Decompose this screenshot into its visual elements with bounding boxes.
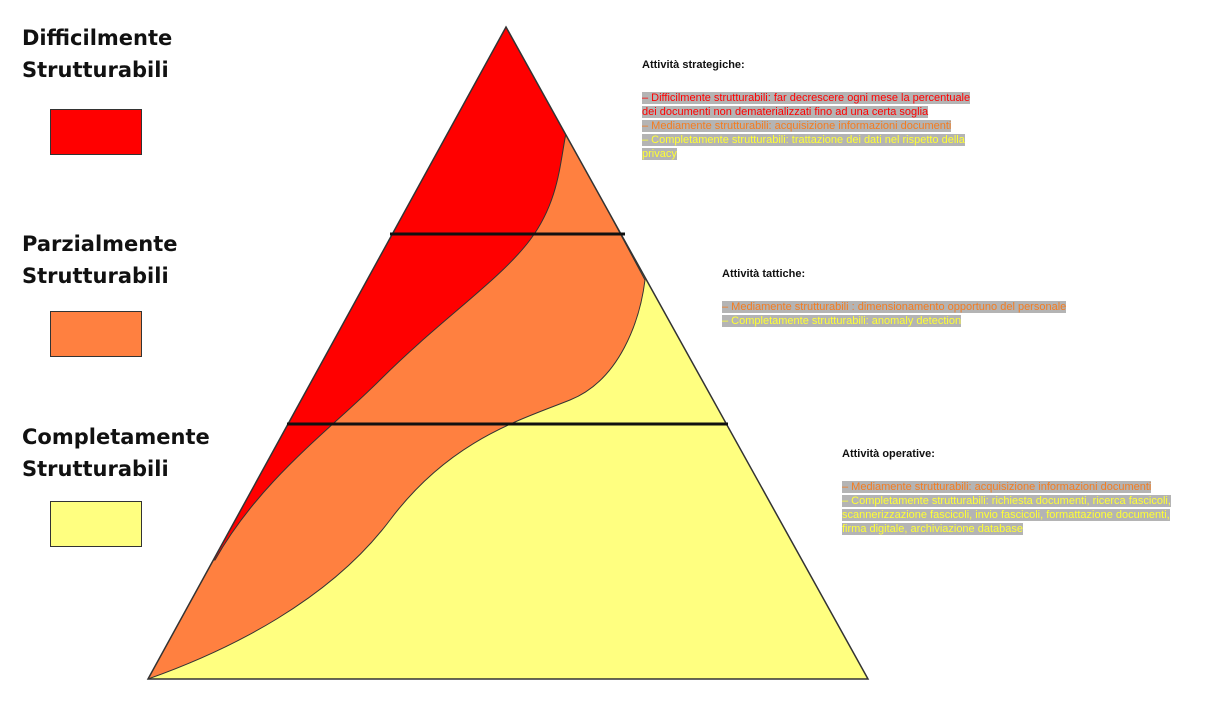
- note-operational-title: Attività operative:: [842, 448, 935, 460]
- note-operational: Attività operative: – Mediamente struttu…: [842, 447, 1217, 536]
- legend-label-complete: Completamente Strutturabili: [22, 421, 210, 485]
- note-strategic-title: Attività strategiche:: [642, 59, 745, 71]
- note-strategic-line-2: dei documenti non dematerializzati fino …: [642, 106, 929, 118]
- legend-label-partial-line2: Strutturabili: [22, 264, 169, 288]
- note-strategic-line-5: privacy: [642, 148, 677, 160]
- note-strategic-line-4: – Completamente strutturabili: trattazio…: [642, 134, 965, 146]
- legend-label-partial-line1: Parzialmente: [22, 232, 178, 256]
- legend-swatch-red: [50, 109, 142, 155]
- legend-label-difficult: Difficilmente Strutturabili: [22, 22, 172, 86]
- legend-swatch-orange: [50, 311, 142, 357]
- legend-label-complete-line2: Strutturabili: [22, 457, 169, 481]
- note-tactical-line-1: – Mediamente strutturabili : dimensionam…: [722, 301, 1067, 313]
- note-operational-line-3: scannerizzazione fascicoli, invio fascic…: [842, 509, 1170, 521]
- note-strategic-line-3: – Mediamente strutturabili: acquisizione…: [642, 120, 952, 132]
- pyramid-outline: [146, 25, 870, 680]
- note-operational-line-4: firma digitale, archiviazione database: [842, 523, 1023, 535]
- legend-label-difficult-line1: Difficilmente: [22, 26, 173, 50]
- note-strategic-line-1: – Difficilmente strutturabili: far decre…: [642, 92, 971, 104]
- note-operational-line-1: – Mediamente strutturabili: acquisizione…: [842, 481, 1152, 493]
- legend-swatch-yellow: [50, 501, 142, 547]
- legend-label-complete-line1: Completamente: [22, 425, 210, 449]
- note-strategic: Attività strategiche: – Difficilmente st…: [642, 58, 1012, 161]
- legend-label-partial: Parzialmente Strutturabili: [22, 228, 178, 292]
- legend-label-difficult-line2: Strutturabili: [22, 58, 169, 82]
- note-tactical-line-2: – Completamente strutturabili: anomaly d…: [722, 315, 962, 327]
- note-operational-line-2: – Completamente strutturabili: richiesta…: [842, 495, 1171, 507]
- note-tactical: Attività tattiche: – Mediamente struttur…: [722, 267, 1122, 328]
- note-tactical-title: Attività tattiche:: [722, 268, 806, 280]
